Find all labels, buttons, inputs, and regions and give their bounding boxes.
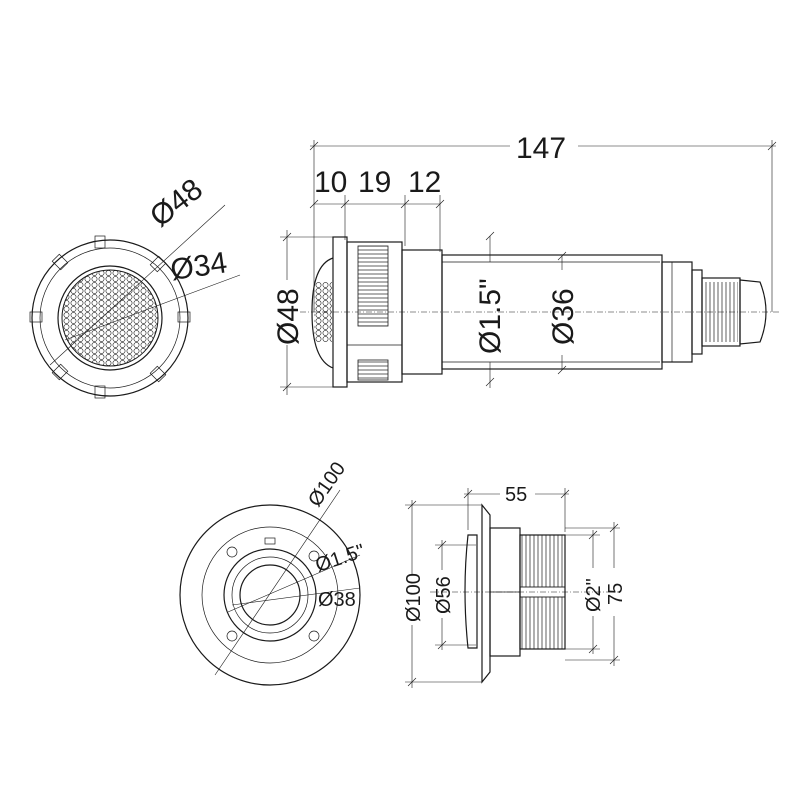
flange-dimension-lines — [405, 488, 620, 688]
side-dimension-lines — [280, 140, 777, 395]
flange-front-outer-label: Ø100 — [304, 458, 350, 511]
flange-side-view — [430, 503, 620, 684]
seg-c-label: 12 — [408, 166, 441, 199]
front-dia-inner-label: Ø34 — [168, 246, 229, 287]
flange-side-height-label: 75 — [605, 583, 627, 605]
side-dia-body-label: Ø36 — [547, 288, 580, 345]
flange-front-thread-label: Ø1.5" — [313, 540, 368, 577]
overall-length-label: 147 — [516, 132, 566, 165]
lamp-front-view — [29, 204, 241, 399]
front-notches — [29, 235, 191, 399]
flange-side-inner-label: Ø56 — [433, 576, 455, 614]
seg-b-label: 19 — [358, 166, 391, 199]
flange-width-label: 55 — [505, 484, 527, 506]
flange-front-view — [179, 489, 361, 686]
side-dia-outer-label: Ø48 — [272, 288, 305, 345]
side-dia-thread-label: Ø1.5" — [474, 278, 507, 354]
flange-side-thread-label: Ø2" — [583, 578, 605, 612]
flange-front-inner-label: Ø38 — [318, 589, 356, 611]
lamp-side-view — [300, 236, 780, 388]
front-dia-outer-label: Ø48 — [144, 173, 209, 234]
seg-a-label: 10 — [314, 166, 347, 199]
flange-side-outer-label: Ø100 — [403, 573, 425, 622]
